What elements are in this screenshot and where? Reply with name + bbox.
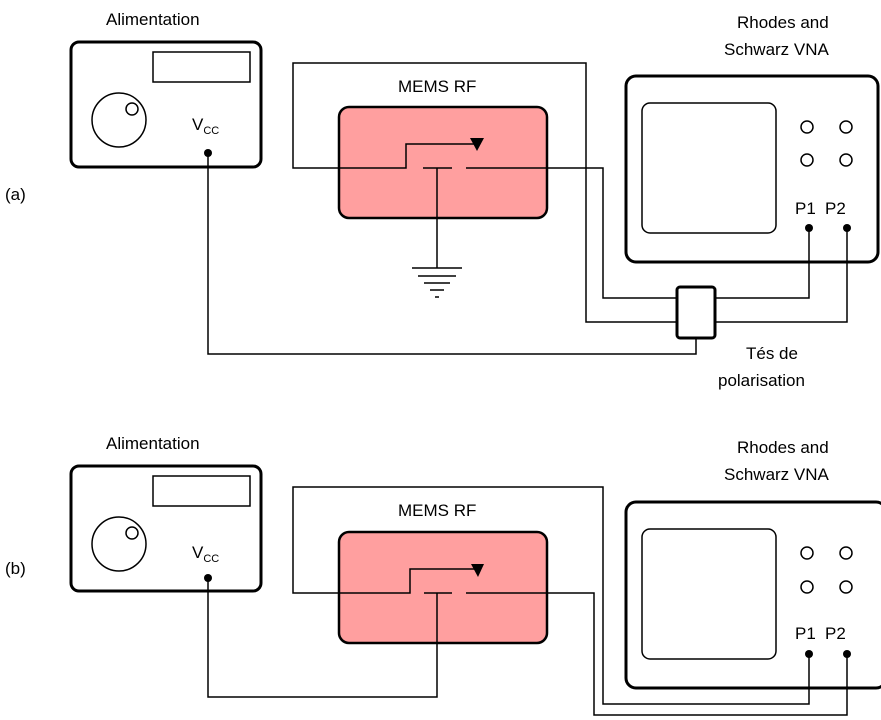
panel-b-switch-beam xyxy=(356,568,476,594)
panel-b-vna-line2: Schwarz VNA xyxy=(724,465,830,484)
panel-b-port1-label: P1 xyxy=(795,624,816,643)
panel-b-rf-line-left xyxy=(292,486,810,705)
panel-a-tee-line2: polarisation xyxy=(718,371,805,390)
panel-a-vna-button xyxy=(800,120,814,134)
panel-a-vna-screen xyxy=(641,102,777,234)
panel-b-supply-knob xyxy=(91,516,147,572)
panel-a-rf-line-left xyxy=(292,62,677,323)
panel-b-tag: (b) xyxy=(5,559,26,578)
panel-a-tee-line1: Tés de xyxy=(746,344,798,363)
panel-a-p1-line xyxy=(715,228,810,299)
panel-b-supply-label: Alimentation xyxy=(106,434,200,453)
panel-a-vna-line1: Rhodes and xyxy=(737,13,829,32)
panel-a-vna-line2: Schwarz VNA xyxy=(724,40,830,59)
panel-b-vna-button xyxy=(800,580,814,594)
panel-a-switch-contact-arrow xyxy=(470,138,484,151)
panel-b-mems-label: MEMS RF xyxy=(398,501,476,520)
panel-a-vna-button xyxy=(839,153,853,167)
panel-b-supply-display xyxy=(152,475,251,507)
panel-b-vna-button xyxy=(839,546,853,560)
panel-b: (b) Alimentation VCC MEMS RF Rhodes and … xyxy=(5,434,881,716)
panel-a-mems-device xyxy=(337,105,549,220)
panel-b-vcc-line xyxy=(207,578,438,698)
panel-a-bias-tees xyxy=(675,285,717,340)
panel-b-vna xyxy=(624,500,881,690)
panel-b-power-supply xyxy=(69,464,263,593)
panel-a-supply-knob xyxy=(91,92,147,148)
panel-b-rf-line-right xyxy=(530,592,848,716)
panel-a-port2-label: P2 xyxy=(825,199,846,218)
panel-a-vna-button xyxy=(800,153,814,167)
panel-a-vcc-label: VCC xyxy=(192,115,219,137)
panel-b-switch-contact-arrow xyxy=(471,564,484,577)
panel-b-vna-button xyxy=(839,580,853,594)
panel-b-vcc-label: VCC xyxy=(192,543,219,565)
panel-a-mems-label: MEMS RF xyxy=(398,77,476,96)
panel-a-vcc-line xyxy=(207,153,697,355)
panel-b-port2-label: P2 xyxy=(825,624,846,643)
panel-a-supply-label: Alimentation xyxy=(106,10,200,29)
panel-a-vna-button xyxy=(839,120,853,134)
panel-b-mems-device xyxy=(337,530,549,645)
panel-a-supply-display xyxy=(152,51,251,83)
panel-b-vna-screen xyxy=(641,528,777,660)
panel-a-power-supply xyxy=(69,40,263,169)
panel-a-switch-beam xyxy=(356,143,474,169)
panel-a-vna xyxy=(624,74,880,264)
panel-a: (a) Alimentation VCC MEMS RF Rhodes and … xyxy=(5,10,880,390)
panel-a-tag: (a) xyxy=(5,185,26,204)
panel-a-rf-line-right xyxy=(530,167,677,299)
panel-b-knob-indicator xyxy=(125,526,139,540)
panel-b-vna-line1: Rhodes and xyxy=(737,438,829,457)
panel-b-vna-button xyxy=(800,546,814,560)
panel-a-port1-label: P1 xyxy=(795,199,816,218)
panel-a-ground-icon xyxy=(412,267,462,298)
panel-a-p2-line xyxy=(715,228,848,323)
panel-a-knob-indicator xyxy=(125,102,139,116)
